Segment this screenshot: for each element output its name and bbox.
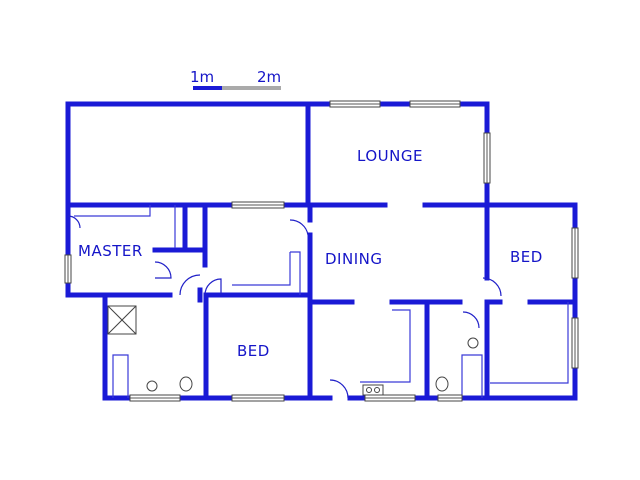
scale-bar: 1m 2m (190, 68, 281, 90)
room-label-dining: DINING (325, 250, 382, 268)
room-label-bed-bottom: BED (237, 342, 270, 360)
room-label-bed-right: BED (510, 248, 543, 266)
fixtures (107, 305, 479, 396)
scale-label-2m: 2m (257, 68, 281, 86)
room-labels: LOUNGE MASTER DINING BED BED (78, 147, 543, 360)
room-label-master: MASTER (78, 242, 143, 260)
scale-label-1m: 1m (190, 68, 214, 86)
doors (67, 215, 502, 399)
room-label-lounge: LOUNGE (357, 147, 423, 165)
walls (65, 101, 578, 401)
counters (74, 205, 569, 398)
windows (64, 100, 579, 402)
